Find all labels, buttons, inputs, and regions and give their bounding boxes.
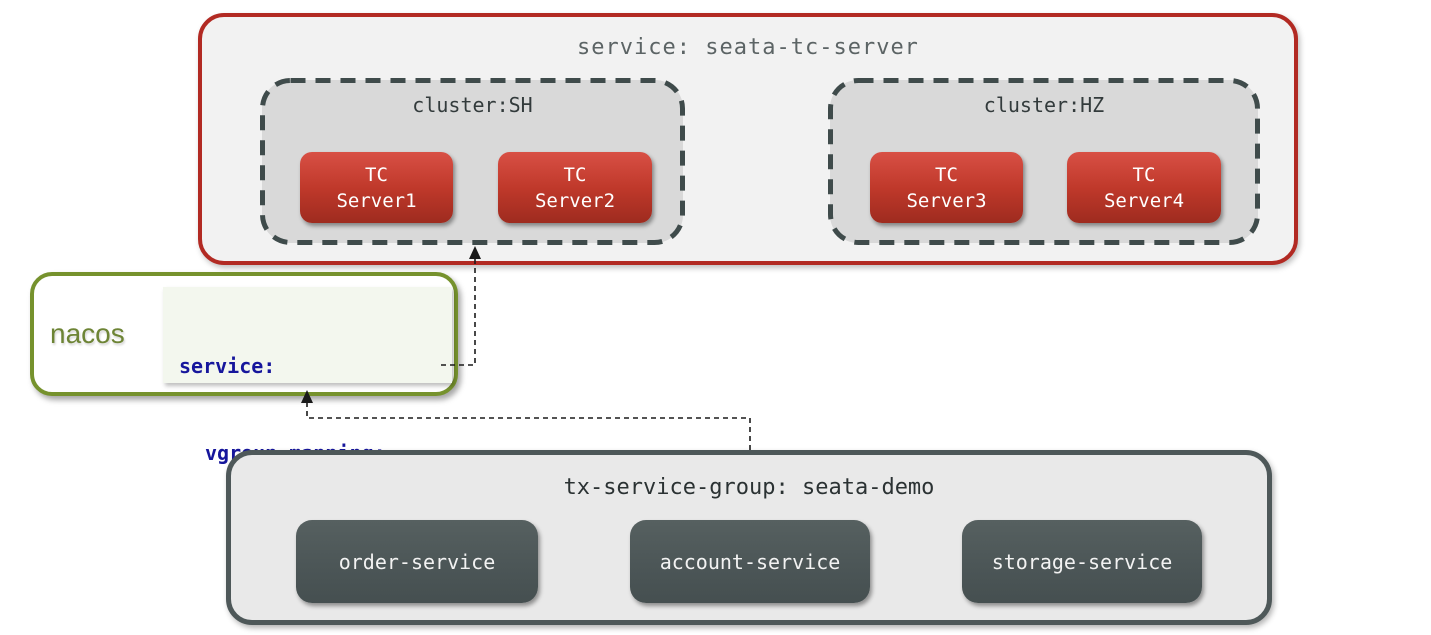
tc-server-4-top-line: TC: [1132, 163, 1156, 186]
tc-server-2-top-line: TC: [563, 163, 587, 186]
tc-server-4: TC Server4: [1067, 152, 1221, 223]
config-line-service: service:: [179, 354, 276, 378]
tc-server-2: TC Server2: [498, 152, 652, 223]
tc-server-3-name: Server3: [906, 189, 987, 212]
cluster-hz: cluster:HZ TC Server3 TC Server4: [830, 80, 1258, 243]
tc-server-4-name: Server4: [1103, 189, 1185, 212]
account-service-node: account-service: [630, 520, 870, 603]
tc-server-3: TC Server3: [870, 152, 1023, 223]
nacos-box: nacos service: vgroup-mapping: seata-dem…: [30, 272, 458, 560]
nacos-config-panel: service: vgroup-mapping: seata-demo: SH: [163, 287, 452, 560]
tc-server-2-name: Server2: [534, 189, 616, 212]
storage-service-node: storage-service: [962, 520, 1202, 603]
tc-server-1-top-line: TC: [365, 163, 388, 186]
cluster-hz-label: cluster:HZ: [983, 93, 1105, 117]
cluster-sh: cluster:SH TC Server1 TC Server2: [262, 80, 683, 243]
seata-tc-server-title: service: seata-tc-server: [577, 35, 919, 60]
tc-server-1-name: Server1: [336, 189, 417, 212]
tx-service-group-title: tx-service-group: seata-demo: [563, 475, 935, 500]
tx-service-group-box: tx-service-group: seata-demo order-servi…: [226, 450, 1272, 625]
tc-server-3-top-line: TC: [935, 163, 958, 186]
nacos-label: nacos: [50, 318, 125, 349]
cluster-sh-label: cluster:SH: [412, 93, 533, 117]
tc-server-1: TC Server1: [300, 152, 453, 223]
order-service-node: order-service: [296, 520, 538, 603]
